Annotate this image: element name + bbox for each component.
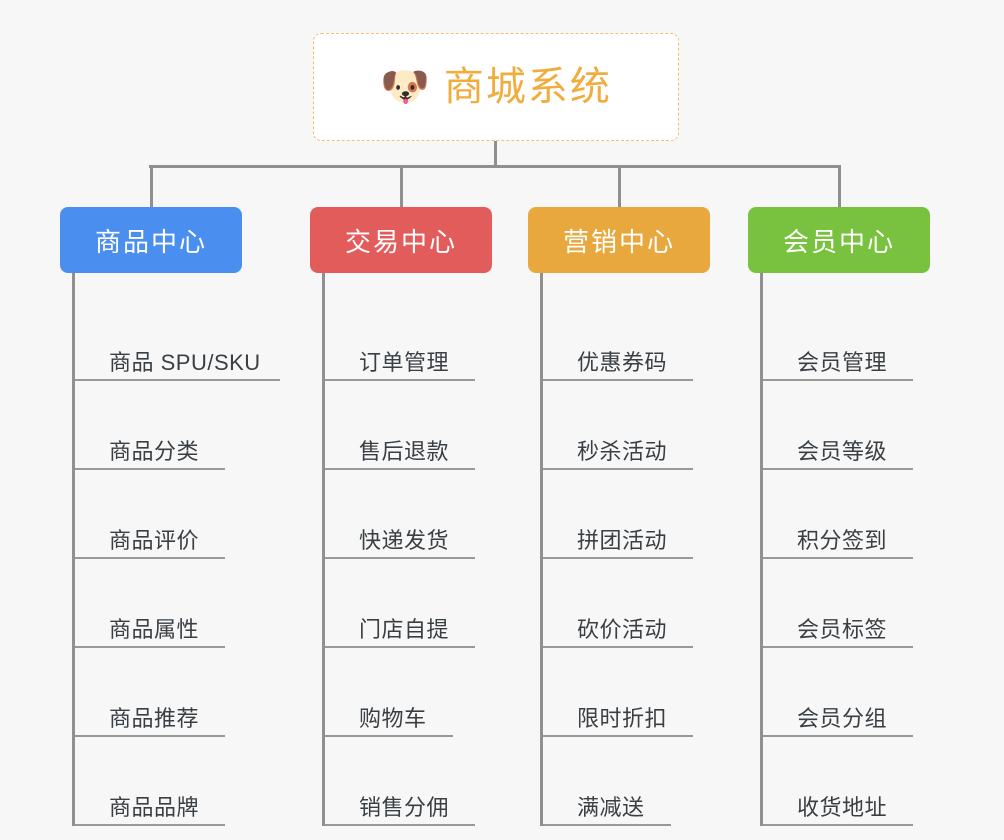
leaf-item-label: 优惠券码 — [577, 349, 668, 375]
leaf-item[interactable]: 商品 SPU/SKU — [75, 292, 280, 381]
shiba-dog-face-icon: 🐶 — [380, 65, 430, 109]
leaf-item-label: 销售分佣 — [359, 794, 450, 820]
leaf-item-label: 会员分组 — [797, 705, 888, 731]
leaf-item-label: 订单管理 — [359, 349, 450, 375]
leaf-item[interactable]: 拼团活动 — [543, 470, 693, 559]
leaf-rail-member-center: 会员管理会员等级积分签到会员标签会员分组收货地址 — [760, 273, 930, 826]
leaf-item-label: 商品分类 — [109, 438, 200, 464]
category-header-marketing-center[interactable]: 营销中心 — [528, 207, 710, 273]
connector-root-stem — [494, 141, 497, 168]
leaf-item[interactable]: 售后退款 — [325, 381, 475, 470]
connector-drop-marketing-center — [618, 165, 621, 207]
category-header-label: 商品中心 — [94, 226, 207, 257]
leaf-item[interactable]: 积分签到 — [763, 470, 913, 559]
leaf-item[interactable]: 销售分佣 — [325, 737, 475, 826]
leaf-item-label: 满减送 — [577, 794, 645, 820]
leaf-item-label: 商品品牌 — [109, 794, 200, 820]
connector-drop-member-center — [838, 165, 841, 207]
leaf-item[interactable]: 会员标签 — [763, 559, 913, 648]
category-header-trade-center[interactable]: 交易中心 — [310, 207, 492, 273]
leaf-item[interactable]: 会员管理 — [763, 292, 913, 381]
leaf-rail-trade-center: 订单管理售后退款快递发货门店自提购物车销售分佣 — [322, 273, 492, 826]
leaf-item[interactable]: 优惠券码 — [543, 292, 693, 381]
leaf-item-label: 限时折扣 — [577, 705, 668, 731]
leaf-item-label: 购物车 — [359, 705, 427, 731]
connector-drop-product-center — [150, 165, 153, 207]
column-trade-center: 交易中心订单管理售后退款快递发货门店自提购物车销售分佣 — [310, 207, 492, 826]
leaf-item[interactable]: 快递发货 — [325, 470, 475, 559]
leaf-item-label: 商品 SPU/SKU — [109, 349, 261, 375]
leaf-item[interactable]: 满减送 — [543, 737, 671, 826]
leaf-item[interactable]: 门店自提 — [325, 559, 475, 648]
leaf-item-label: 售后退款 — [359, 438, 450, 464]
leaf-item[interactable]: 收货地址 — [763, 737, 913, 826]
leaf-item[interactable]: 商品推荐 — [75, 648, 225, 737]
leaf-item-label: 会员等级 — [797, 438, 888, 464]
leaf-item-label: 秒杀活动 — [577, 438, 668, 464]
connector-horizontal-bar — [149, 165, 839, 168]
category-header-label: 交易中心 — [344, 226, 457, 257]
column-product-center: 商品中心商品 SPU/SKU 商品分类商品评价商品属性商品推荐商品品牌 — [60, 207, 280, 826]
root-node-title: 商城系统 — [443, 65, 612, 109]
leaf-item[interactable]: 订单管理 — [325, 292, 475, 381]
leaf-item-label: 会员标签 — [797, 616, 888, 642]
leaf-item[interactable]: 商品品牌 — [75, 737, 225, 826]
leaf-item-label: 门店自提 — [359, 616, 450, 642]
leaf-item-label: 积分签到 — [797, 527, 888, 553]
category-header-member-center[interactable]: 会员中心 — [748, 207, 930, 273]
leaf-item[interactable]: 限时折扣 — [543, 648, 693, 737]
leaf-item-label: 商品推荐 — [109, 705, 200, 731]
leaf-item-label: 商品属性 — [109, 616, 200, 642]
leaf-rail-product-center: 商品 SPU/SKU 商品分类商品评价商品属性商品推荐商品品牌 — [72, 273, 280, 826]
root-node-mall-system[interactable]: 🐶 商城系统 — [313, 33, 679, 141]
leaf-item[interactable]: 购物车 — [325, 648, 453, 737]
leaf-item-label: 会员管理 — [797, 349, 888, 375]
leaf-item[interactable]: 商品评价 — [75, 470, 225, 559]
column-member-center: 会员中心会员管理会员等级积分签到会员标签会员分组收货地址 — [748, 207, 930, 826]
leaf-item[interactable]: 秒杀活动 — [543, 381, 693, 470]
category-header-label: 营销中心 — [562, 226, 675, 257]
leaf-item[interactable]: 砍价活动 — [543, 559, 693, 648]
leaf-item[interactable]: 会员等级 — [763, 381, 913, 470]
leaf-item-label: 拼团活动 — [577, 527, 668, 553]
column-marketing-center: 营销中心优惠券码秒杀活动拼团活动砍价活动限时折扣满减送 — [528, 207, 710, 826]
leaf-item-label: 收货地址 — [797, 794, 888, 820]
category-header-label: 会员中心 — [782, 226, 895, 257]
leaf-item-label: 商品评价 — [109, 527, 200, 553]
leaf-item-label: 快递发货 — [359, 527, 450, 553]
connector-drop-trade-center — [400, 165, 403, 207]
leaf-item[interactable]: 会员分组 — [763, 648, 913, 737]
category-header-product-center[interactable]: 商品中心 — [60, 207, 242, 273]
leaf-item[interactable]: 商品属性 — [75, 559, 225, 648]
leaf-item-label: 砍价活动 — [577, 616, 668, 642]
leaf-rail-marketing-center: 优惠券码秒杀活动拼团活动砍价活动限时折扣满减送 — [540, 273, 710, 826]
leaf-item[interactable]: 商品分类 — [75, 381, 225, 470]
